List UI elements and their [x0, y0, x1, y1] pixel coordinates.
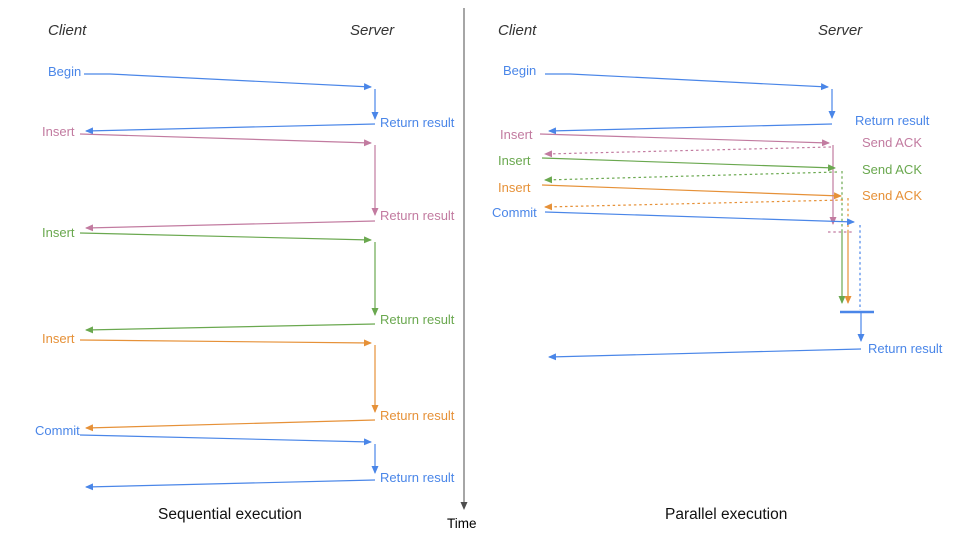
seq-begin-label: Begin [48, 64, 82, 79]
seq-begin-request-arrow [84, 73, 372, 91]
seq-insert1-return-arrow [85, 220, 376, 232]
par-begin-response-label: Return result [855, 113, 930, 128]
seq-begin-response-label: Return result [380, 115, 455, 130]
seq-commit-request-arrow [79, 434, 372, 446]
par-begin-return-arrow [548, 123, 833, 135]
seq-insert2-return-arrow [85, 323, 376, 334]
par-insert1-label: Insert [500, 127, 533, 142]
par-commit-label: Commit [492, 205, 537, 220]
par-commit-request-arrow [544, 211, 855, 226]
seq-insert1-label: Insert [42, 124, 75, 139]
seq-panel-title: Sequential execution [158, 506, 302, 523]
par-insert1-request-arrow [539, 133, 830, 147]
seq-insert3-response-label: Return result [380, 408, 455, 423]
par-insert1-ack-arrow [544, 146, 832, 158]
seq-commit-response-label: Return result [380, 470, 455, 485]
par-client-label: Client [498, 22, 537, 39]
time-axis-label: Time [447, 516, 477, 531]
seq-insert3-label: Insert [42, 331, 75, 346]
par-insert2-label: Insert [498, 153, 531, 168]
par-insert2-request-arrow [541, 157, 836, 172]
seq-insert3-request-arrow [79, 339, 372, 347]
seq-insert2-request-arrow [79, 232, 372, 244]
seq-commit-label: Commit [35, 423, 80, 438]
par-begin-label: Begin [503, 63, 537, 78]
seq-server-label: Server [350, 22, 395, 39]
par-commit-response-label: Return result [868, 341, 943, 356]
par-panel-title: Parallel execution [665, 506, 788, 523]
seq-client-label: Client [48, 22, 87, 39]
par-insert1-ack-label: Send ACK [862, 135, 922, 150]
seq-begin-return-arrow [85, 123, 376, 135]
par-insert3-label: Insert [498, 180, 531, 195]
seq-insert3-return-arrow [85, 419, 376, 432]
seq-insert2-label: Insert [42, 225, 75, 240]
par-commit-return-arrow [548, 348, 862, 361]
par-insert3-ack-arrow [544, 199, 844, 211]
par-server-label: Server [818, 22, 863, 39]
seq-insert2-response-label: Return result [380, 312, 455, 327]
seq-commit-return-arrow [85, 479, 376, 491]
seq-insert1-response-label: Return result [380, 208, 455, 223]
par-insert3-request-arrow [541, 184, 842, 200]
par-insert2-ack-arrow [544, 171, 838, 184]
par-insert2-ack-label: Send ACK [862, 162, 922, 177]
seq-insert1-request-arrow [79, 133, 372, 147]
par-begin-request-arrow [545, 73, 829, 91]
par-insert3-ack-label: Send ACK [862, 188, 922, 203]
